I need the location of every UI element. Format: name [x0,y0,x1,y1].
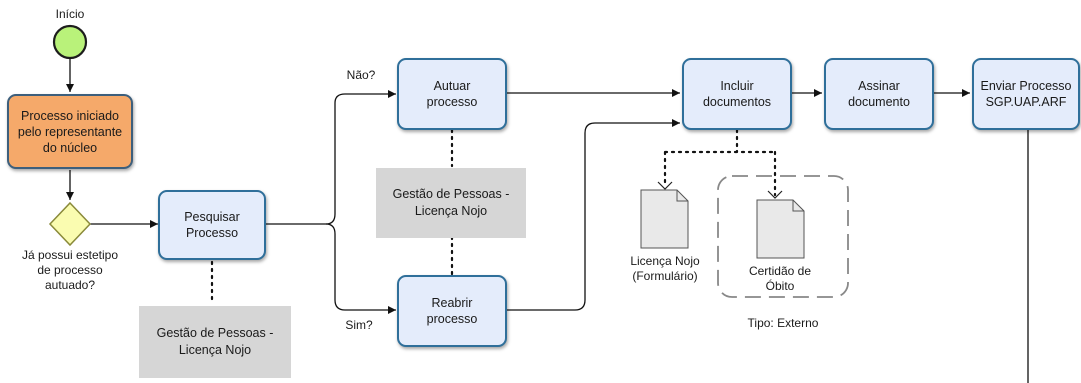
licenca-document-fold [676,190,688,202]
arrowhead-to-certidao [767,190,783,199]
document-group-label: Tipo: Externo [747,316,819,330]
task-incluir-documentos: Incluir documentos [682,58,792,130]
annotation-pesquisar: Gestão de Pessoas - Licença Nojo [139,306,291,378]
document-licenca-label: Licença Nojo (Formulário) [630,254,700,283]
document-certidao-label: Certidão de Óbito [748,264,812,293]
certidao-document-icon [756,199,805,259]
task-enviar-processo: Enviar Processo SGP.UAP.ARF [972,58,1080,130]
flow-label-sim: Sim? [345,318,373,332]
flow-reabrir-to-incluir [506,119,680,311]
annotation-autuar-reabrir: Gestão de Pessoas - Licença Nojo [376,168,526,238]
certidao-document-fold [792,200,804,212]
licenca-document-icon [640,189,689,249]
start-event [52,24,88,60]
task-autuar-processo: Autuar processo [397,58,507,130]
gateway-question-label: Já possui estetipo de processo autuado? [21,248,119,292]
external-document-group [717,175,849,298]
exclusive-gateway [48,201,92,247]
flow-sim [325,223,396,314]
task-assinar-documento: Assinar documento [824,58,934,130]
task-reabrir-processo: Reabrir processo [397,275,507,347]
task-pesquisar-processo: Pesquisar Processo [158,190,266,260]
arrowhead-to-licenca [657,181,673,190]
start-event-label: Início [55,7,85,21]
association-incluir-docs [663,128,777,197]
task-processo-iniciado: Processo iniciado pelo representante do … [7,94,133,169]
flow-label-nao: Não? [346,68,376,82]
flow-nao [266,90,396,225]
